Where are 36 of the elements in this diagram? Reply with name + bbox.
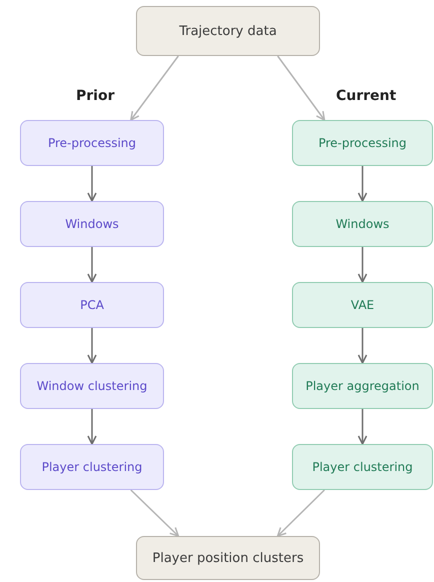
box-label: Player position clusters	[152, 550, 304, 566]
arrow	[276, 489, 325, 537]
arrow	[87, 409, 97, 445]
process-box	[292, 120, 433, 166]
box-label: PCA	[80, 298, 104, 312]
box-label: Player clustering	[312, 460, 413, 474]
box-label: Pre-processing	[318, 136, 407, 150]
box-label: VAE	[350, 298, 374, 312]
process-box	[136, 6, 320, 56]
process-box	[20, 201, 164, 247]
arrow	[358, 409, 368, 445]
arrow	[358, 328, 368, 364]
box-label: Player aggregation	[306, 379, 420, 393]
arrow	[277, 56, 326, 121]
box-label: Player clustering	[42, 460, 142, 474]
process-box	[292, 201, 433, 247]
process-box	[20, 120, 164, 166]
arrow	[87, 166, 97, 202]
arrow	[87, 247, 97, 283]
box-label: Trajectory data	[179, 24, 277, 38]
process-box	[136, 536, 320, 580]
process-box	[20, 282, 164, 328]
process-box	[292, 363, 433, 409]
process-box	[292, 444, 433, 490]
box-label: Pre-processing	[48, 136, 136, 150]
process-box	[20, 363, 164, 409]
arrow	[358, 247, 368, 283]
process-box	[292, 282, 433, 328]
box-label: Windows	[65, 217, 119, 231]
arrow	[130, 56, 179, 121]
arrow	[87, 328, 97, 364]
process-box	[20, 444, 164, 490]
arrow	[358, 166, 368, 202]
arrow	[130, 489, 180, 537]
box-label: Window clustering	[36, 379, 148, 393]
box-label: Windows	[336, 217, 390, 231]
